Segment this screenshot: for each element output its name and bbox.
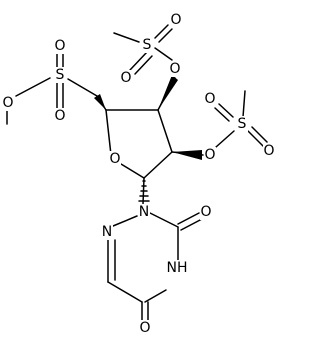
bond-s-methyl-top bbox=[113, 32, 140, 43]
atom-o-mesyl-top-right: O bbox=[170, 12, 181, 28]
atom-s-mesyl-top: S bbox=[143, 37, 152, 53]
bond-s-o-left-2 bbox=[134, 55, 153, 75]
bond-s-o-mid-bottom-2 bbox=[251, 126, 268, 143]
bond-s-methyl-mid bbox=[242, 90, 246, 118]
bond-o-s-mid bbox=[215, 130, 235, 148]
bond-layer bbox=[6, 24, 268, 323]
bond-s-ch2 bbox=[67, 78, 98, 97]
atom-o-sulfonate-top: O bbox=[54, 38, 65, 54]
atom-o-mesyl-mid-bottom: O bbox=[263, 143, 274, 159]
atom-n-triazine-1: N bbox=[102, 224, 112, 240]
atom-o-carbonyl-top: O bbox=[200, 204, 211, 220]
atom-o-furanose-ring: O bbox=[109, 151, 120, 167]
bond-c5-n4 bbox=[144, 289, 167, 303]
bond-n2-n1 bbox=[112, 215, 138, 227]
atom-label-layer: O S O O O S O O O S O O O N N O NH O bbox=[2, 12, 275, 336]
atom-o-mesyl-top-ring: O bbox=[169, 61, 180, 77]
atom-o-sulfonate-bottom: O bbox=[54, 108, 65, 124]
atom-o-mesyl-mid-top: O bbox=[204, 91, 215, 107]
atom-s-mesyl-mid: S bbox=[238, 116, 247, 132]
bond-s-o-right-2 bbox=[158, 28, 173, 43]
bond-c3-o-b bbox=[180, 218, 203, 231]
bond-s-o-mid-top-2 bbox=[218, 103, 234, 118]
stereo-wedge-c2 bbox=[172, 150, 202, 160]
bond-s-o-mid-top-1 bbox=[214, 107, 230, 122]
bond-s-o-left-1 bbox=[129, 51, 148, 71]
atom-o-methyl-ester: O bbox=[2, 95, 13, 111]
stereo-wedge-c4 bbox=[94, 94, 106, 110]
atom-o-carbonyl-bottom: O bbox=[139, 320, 150, 336]
bond-o-s-top bbox=[154, 47, 173, 61]
bond-c3-n2 bbox=[149, 212, 179, 228]
bond-o-s bbox=[15, 77, 51, 97]
chemical-structure: O S O O O S O O O S O O O N N O NH O bbox=[2, 12, 275, 336]
atom-s-sulfonate: S bbox=[56, 67, 65, 83]
bond-c6-c5 bbox=[107, 281, 143, 303]
atom-o-mesyl-mid-ring: O bbox=[204, 147, 215, 163]
atom-o-mesyl-top-left: O bbox=[120, 70, 131, 86]
bond-o-c4 bbox=[105, 109, 112, 156]
atom-nh-triazine: NH bbox=[167, 260, 188, 276]
bond-s-o-right-1 bbox=[154, 24, 169, 39]
stereo-hash-c1 bbox=[138, 180, 150, 202]
atom-n-triazine-2: N bbox=[139, 204, 149, 220]
bond-c1-o bbox=[120, 163, 145, 179]
bond-c3-c2 bbox=[157, 109, 173, 153]
bond-s-o-mid-bottom-1 bbox=[247, 130, 264, 147]
bond-c3-o-a bbox=[177, 212, 200, 225]
bond-c2-c1 bbox=[143, 151, 173, 179]
stereo-wedge-c3 bbox=[158, 75, 178, 110]
